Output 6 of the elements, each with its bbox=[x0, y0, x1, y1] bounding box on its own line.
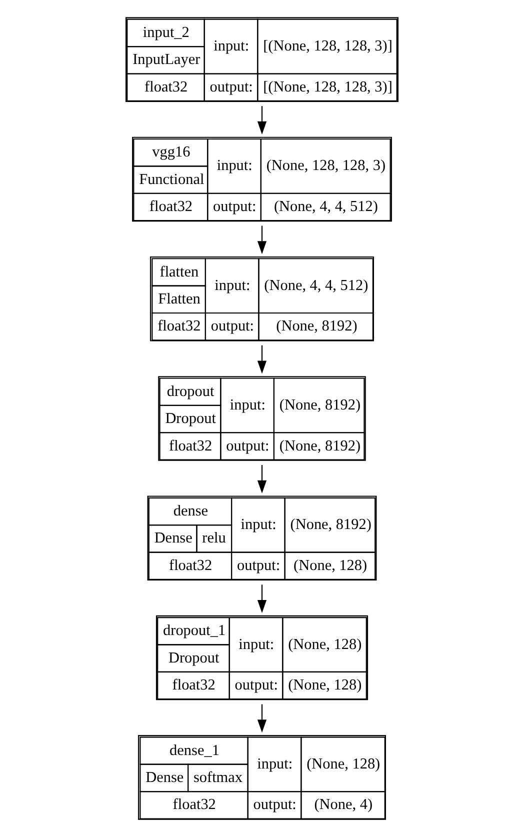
arrow bbox=[257, 344, 267, 374]
arrow bbox=[257, 584, 267, 613]
arrow bbox=[257, 225, 267, 254]
arrow bbox=[257, 704, 267, 732]
arrow bbox=[257, 106, 267, 134]
arrow bbox=[257, 464, 267, 493]
